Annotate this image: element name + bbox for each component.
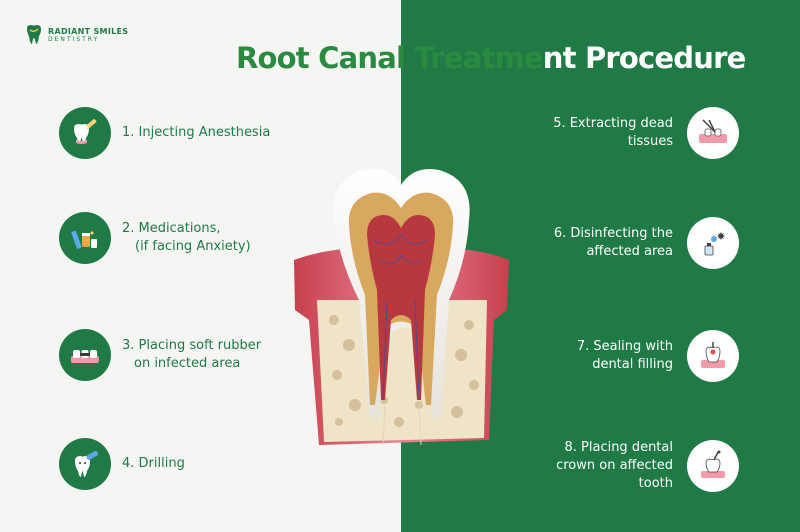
step-2-icon-circle: [59, 212, 111, 264]
medication-icon: [71, 230, 97, 249]
step-6-label-line2: affected area: [586, 244, 673, 259]
step-4-icon-circle: [59, 438, 111, 490]
step-7-label-line1: 7. Sealing with: [576, 339, 673, 354]
step-6-icon-circle: [687, 217, 739, 269]
rubber-dam-icon: [71, 350, 99, 363]
step-7: 7. Sealing with dental filling: [577, 330, 739, 382]
step-2-label-line2: (if facing Anxiety): [135, 239, 251, 254]
step-4-label: 4. Drilling: [122, 456, 185, 471]
step-2-label-line1: 2. Medications,: [122, 221, 221, 236]
step-8-label-line1: 8. Placing dental: [564, 440, 673, 455]
tooth-logo-icon: [27, 25, 41, 44]
step-3-label-line1: 3. Placing soft rubber: [122, 338, 262, 353]
step-8: 8. Placing dental crown on affected toot…: [556, 439, 739, 493]
step-7-label-line2: dental filling: [592, 357, 673, 372]
step-6-label-line1: 6. Disinfecting the: [553, 226, 673, 241]
step-5-label-line1: 5. Extracting dead: [553, 116, 673, 131]
extraction-tools-icon: [699, 119, 727, 143]
step-6: 6. Disinfecting the affected area: [554, 217, 739, 269]
step-2: 2. Medications, (if facing Anxiety): [59, 212, 251, 264]
tooth-cross-section-illustration: [294, 169, 509, 446]
anesthesia-syringe-icon: [74, 119, 97, 144]
step-7-icon-circle: [687, 330, 739, 382]
step-4: 4. Drilling: [59, 438, 185, 490]
step-1-label: 1. Injecting Anesthesia: [122, 125, 271, 140]
step-5-label-line2: tissues: [627, 134, 673, 149]
step-3: 3. Placing soft rubber on infected area: [59, 329, 261, 381]
page-title: Root Canal Treatment Procedure: [236, 41, 747, 75]
step-8-icon-circle: [687, 440, 739, 492]
title-part-2: nt Procedure: [542, 41, 747, 75]
step-1-icon-circle: [59, 107, 111, 159]
step-8-label-line2: crown on affected: [556, 458, 673, 473]
drill-icon: [75, 451, 98, 477]
step-3-label-line2: on infected area: [134, 356, 241, 371]
brand-subtitle: DENTISTRY: [48, 35, 100, 43]
disinfect-icon: [704, 232, 725, 256]
title-part-1: Root Canal Treatme: [236, 41, 544, 75]
brand-name: RADIANT SMILES: [48, 26, 129, 36]
step-8-label-line3: tooth: [638, 476, 673, 491]
crown-icon: [701, 450, 725, 478]
step-1: 1. Injecting Anesthesia: [59, 107, 270, 159]
step-5-icon-circle: [687, 107, 739, 159]
brand-logo: RADIANT SMILES DENTISTRY: [24, 24, 128, 46]
filling-icon: [701, 342, 725, 368]
step-3-icon-circle: [59, 329, 111, 381]
step-5: 5. Extracting dead tissues: [553, 107, 739, 159]
